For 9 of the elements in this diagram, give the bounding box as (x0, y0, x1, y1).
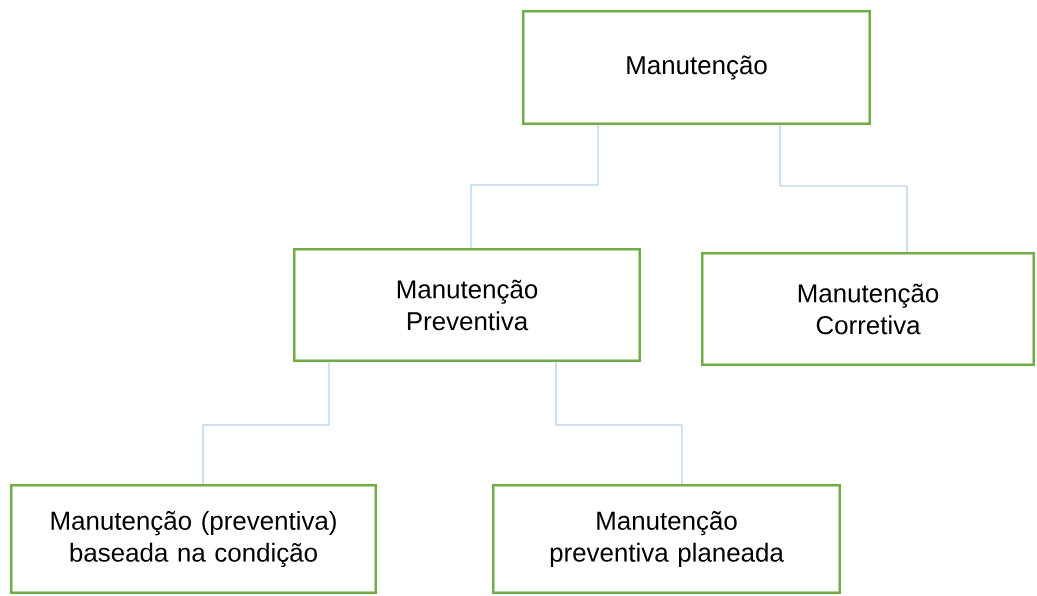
process-box: Manutenção Preventiva (293, 248, 641, 362)
process-box: Manutenção (preventiva) baseada na condição (10, 484, 377, 594)
connector-line (779, 124, 908, 253)
process-box: Manutenção Corretiva (701, 252, 1035, 366)
process-box: Manutenção preventiva planeada (492, 484, 841, 594)
connector-line (470, 124, 599, 249)
connector-line (202, 361, 330, 485)
process-box: Manutenção (522, 10, 871, 125)
connector-line (555, 361, 683, 485)
